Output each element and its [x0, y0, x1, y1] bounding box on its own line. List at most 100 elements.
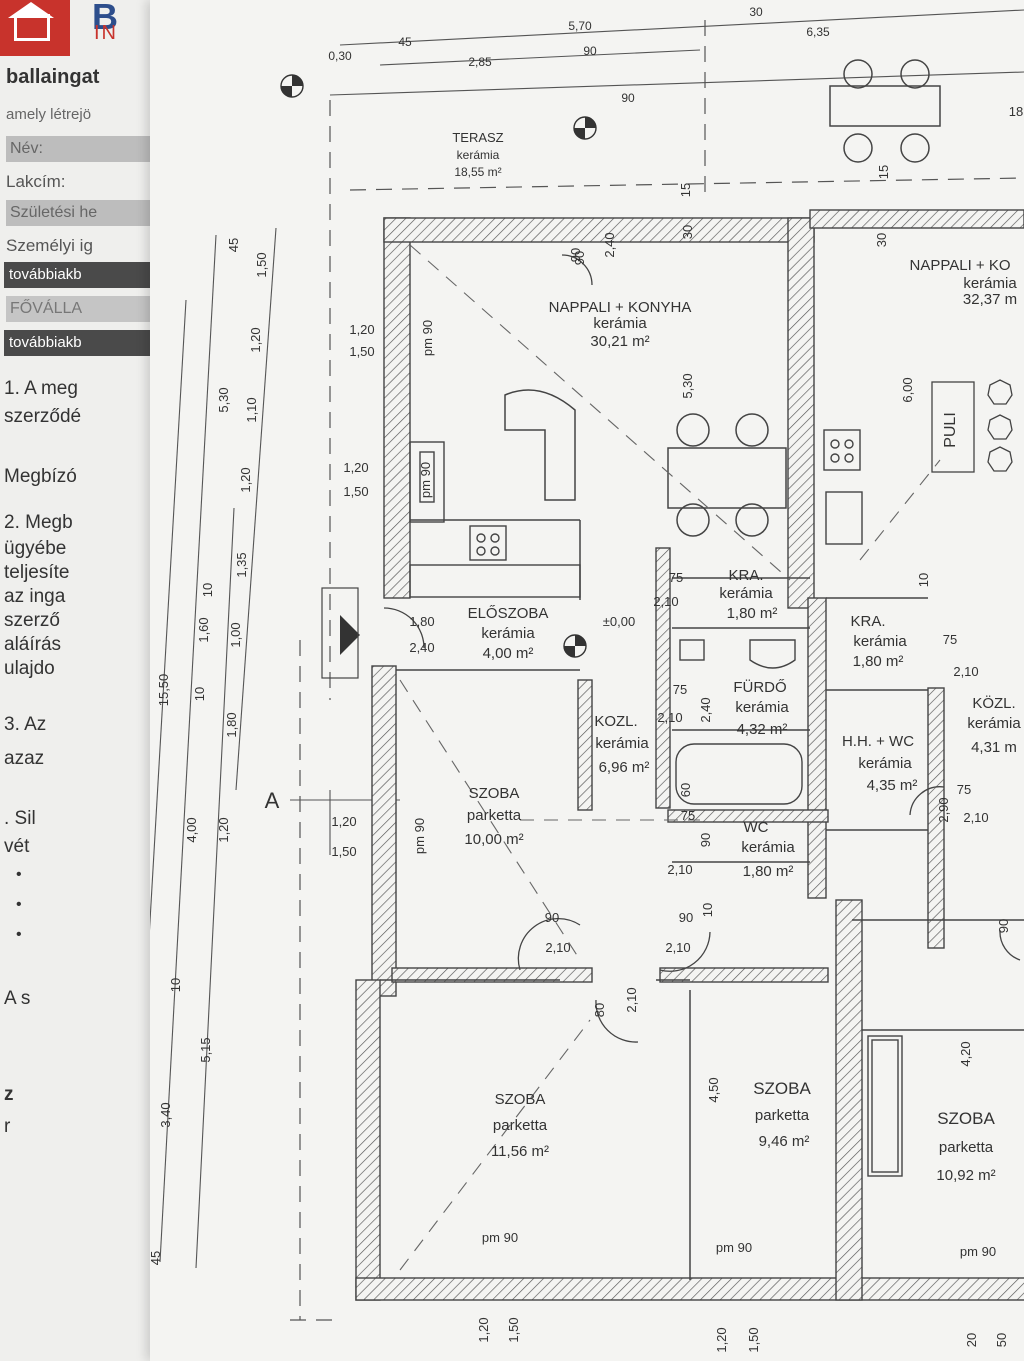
dim-text: 2,40 — [698, 697, 713, 722]
room-name: NAPPALI + KONYHA — [549, 299, 692, 316]
room-floor: kerámia — [735, 699, 789, 716]
top-dimensions: 5,70 30 6,35 45 90 2,85 90 0,30 — [328, 5, 830, 105]
bullet-1: • — [16, 866, 22, 883]
dimension-lines — [150, 9, 1024, 1269]
dim-text: 80 — [592, 1003, 607, 1017]
dim-text: 30 — [680, 225, 695, 239]
dim-text: 15 — [876, 165, 891, 179]
house-icon — [14, 14, 50, 41]
name-label: Név: — [6, 136, 150, 162]
dim-text: 90 — [572, 251, 587, 265]
bathroom-fixtures — [675, 639, 903, 1177]
dim-text: 10 — [192, 687, 207, 701]
item-4-line-2: vét — [4, 836, 30, 857]
dim-text: 90 — [583, 44, 597, 58]
left-dimensions: 15,50 5,30 4,00 5,15 3,40 1,50 1,20 1,10… — [150, 238, 269, 1265]
room-name: TERASZ — [452, 130, 503, 145]
dim-text: 1,20 — [714, 1327, 729, 1352]
dim-text: 1,00 — [228, 622, 243, 647]
room-name: WC — [744, 819, 769, 836]
room-floor: kerámia — [595, 735, 649, 752]
dim-text: 75 — [673, 682, 687, 697]
dim-text: pm 90 — [420, 320, 435, 356]
dim-text: 1,50 — [343, 484, 368, 499]
dim-text: 75 — [943, 632, 957, 647]
dim-text: 2,10 — [653, 594, 678, 609]
room-name: H.H. + WC — [842, 733, 914, 750]
room-area: 4,35 m² — [867, 777, 918, 794]
dim-text: 90 — [698, 833, 713, 847]
item-1-line-3: Megbízó — [4, 466, 77, 487]
dim-text: 30 — [749, 5, 763, 19]
dim-text: 2,10 — [657, 710, 682, 725]
item-1-line-1: 1. A meg — [4, 378, 78, 399]
dim-text: 2,10 — [953, 664, 978, 679]
item-2-line-4: az inga — [4, 586, 66, 607]
bullet-2: • — [16, 896, 22, 913]
dim-text: 45 — [226, 238, 241, 252]
room-area: 4,31 m — [971, 739, 1017, 756]
dim-text: 15,50 — [156, 674, 171, 707]
dim-text: 5,30 — [680, 373, 695, 398]
dim-text: 90 — [568, 248, 583, 262]
dim-text: 2,40 — [409, 640, 434, 655]
dim-text: 2,40 — [602, 232, 617, 257]
dim-text: pm 90 — [482, 1230, 518, 1245]
dim-text: 60 — [678, 783, 693, 797]
extra-label-1: továbbiakb — [4, 262, 159, 288]
bullet-3: • — [16, 926, 22, 943]
room-name: FÜRDŐ — [733, 678, 786, 696]
room-name: SZOBA — [937, 1109, 995, 1128]
interior-walls — [380, 519, 1024, 1280]
dim-text: 1,20 — [343, 460, 368, 475]
dim-text: 50 — [994, 1333, 1009, 1347]
room-area: 4,32 m² — [737, 721, 788, 738]
company-name: ballaingat — [6, 66, 100, 88]
room-area: 18,55 m² — [454, 165, 501, 179]
item-3-line-2: azaz — [4, 748, 45, 769]
logo-letter: B — [92, 0, 118, 37]
room-area: 11,56 m² — [491, 1143, 549, 1160]
room-floor: parketta — [755, 1107, 810, 1124]
dim-text: 2,10 — [963, 810, 988, 825]
extra-label-2: továbbiakb — [4, 330, 159, 356]
room-area: 1,80 m² — [743, 863, 794, 880]
floor-plan-drawing: TERASZ kerámia 18,55 m² NAPPALI + KONYHA… — [150, 5, 1024, 1353]
dim-text: 2,10 — [667, 862, 692, 877]
dim-text: 1,80 — [224, 712, 239, 737]
dim-text: 15 — [678, 183, 693, 197]
dim-text: 10 — [916, 573, 931, 587]
item-4-line-1: . Sil — [4, 808, 36, 829]
id-label: Személyi ig — [6, 236, 93, 255]
plant-symbols — [931, 379, 1013, 473]
dim-text: 1,20 — [349, 322, 374, 337]
room-floor: kerámia — [457, 148, 500, 162]
room-area: 32,37 m — [963, 291, 1017, 308]
room-floor: kerámia — [741, 839, 795, 856]
dim-text: 4,00 — [184, 817, 199, 842]
dim-text: 1,50 — [506, 1317, 521, 1342]
room-name: SZOBA — [753, 1079, 811, 1098]
kitchen-counter — [409, 429, 863, 598]
room-area: 1,80 m² — [853, 653, 904, 670]
dim-text: 4,20 — [958, 1041, 973, 1066]
room-name: KRA. — [850, 613, 885, 630]
dim-text: 75 — [669, 570, 683, 585]
room-floor: parketta — [939, 1139, 994, 1156]
dim-text: 10 — [200, 583, 215, 597]
item-1-line-2: szerződé — [4, 406, 82, 427]
room-name: NAPPALI + KO — [909, 257, 1010, 274]
company-logo — [0, 0, 70, 56]
dim-text: 5,70 — [568, 19, 592, 33]
room-area: 6,96 m² — [599, 759, 650, 776]
intro-text: amely létrejö — [6, 106, 92, 123]
capital-label: FŐVÁLLA — [6, 296, 150, 322]
address-label: Lakcím: — [6, 172, 66, 191]
dim-text: 3,40 — [158, 1102, 173, 1127]
diagonal-lines — [399, 244, 941, 1271]
room-labels: TERASZ kerámia 18,55 m² NAPPALI + KONYHA… — [265, 130, 1022, 1184]
dim-text: 1,20 — [248, 327, 263, 352]
door-swings — [383, 254, 1021, 1043]
room-floor: kerámia — [858, 755, 912, 772]
item-2-line-3: teljesíte — [4, 562, 70, 583]
